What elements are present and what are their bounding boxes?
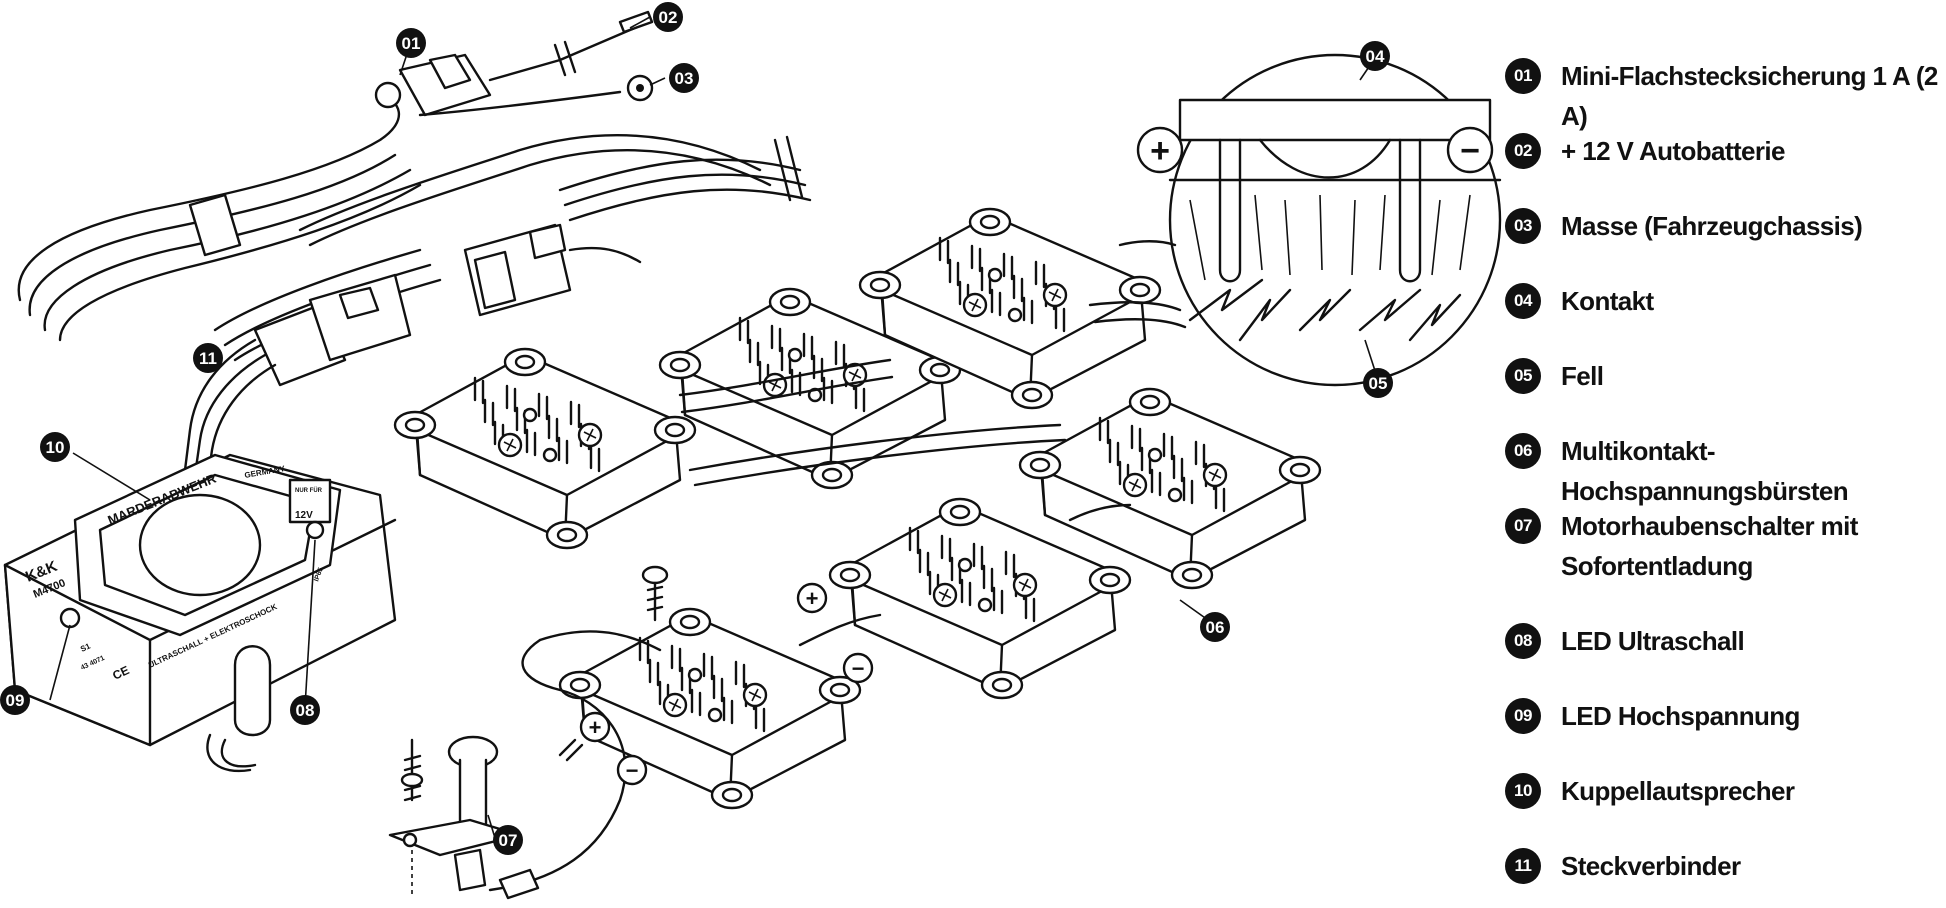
svg-text:01: 01 (402, 34, 421, 53)
legend-number: 02 (1505, 133, 1541, 169)
legend-item-02: 02 + 12 V Autobatterie (1505, 133, 1785, 171)
svg-text:08: 08 (296, 701, 315, 720)
legend-number: 05 (1505, 358, 1541, 394)
svg-text:06: 06 (1206, 618, 1225, 637)
contact-pad (858, 207, 1162, 410)
legend-number: 11 (1505, 848, 1541, 884)
svg-text:07: 07 (499, 831, 518, 850)
contact-pad (558, 607, 862, 810)
ground-lead (418, 74, 654, 117)
legend-label: LED Ultraschall (1561, 626, 1745, 656)
legend-item-11: 11 Steckverbinder (1505, 848, 1741, 886)
callout-09: 09 (0, 685, 30, 715)
device-only-for: NUR FÜR (295, 487, 323, 494)
contact-pad (658, 287, 962, 490)
legend-item-04: 04 Kontakt (1505, 283, 1654, 321)
legend-label: + 12 V Autobatterie (1561, 136, 1785, 166)
device-voltage: 12V (295, 510, 313, 521)
legend-number: 03 (1505, 208, 1541, 244)
legend-label: Mini-Flachstecksicherung 1 A (2 A) (1561, 61, 1938, 131)
callout-01: 01 (396, 28, 426, 58)
legend-item-10: 10 Kuppellautsprecher (1505, 773, 1795, 811)
legend-number: 08 (1505, 623, 1541, 659)
magnified-inset (1118, 53, 1502, 387)
connector-11 (183, 273, 412, 480)
legend-number: 06 (1505, 433, 1541, 469)
svg-text:05: 05 (1369, 374, 1388, 393)
legend-item-08: 08 LED Ultraschall (1505, 623, 1745, 661)
svg-text:09: 09 (6, 691, 25, 710)
legend-label: Multikontakt-Hochspannungsbürsten (1561, 436, 1849, 506)
device-ce: CE (110, 663, 131, 683)
plus-symbol-pad: + (806, 586, 819, 611)
screw (641, 565, 669, 622)
svg-text:10: 10 (46, 438, 65, 457)
legend-item-07: 07 Motorhaubenschalter mit Sofortentladu… (1505, 508, 1858, 586)
callout-11: 11 (193, 343, 223, 373)
legend-number: 01 (1505, 58, 1541, 94)
minus-symbol-pad: − (852, 656, 865, 681)
legend-label: Motorhaubenschalter mit (1561, 511, 1858, 541)
contact-pad (393, 347, 697, 550)
plus-symbol-cable: + (589, 715, 602, 740)
callout-06: 06 (1200, 612, 1230, 642)
deterrent-device: MARDERABWEHR GERMANY K&K M4700 12V NUR F… (3, 453, 397, 773)
leader-lines (49, 16, 1379, 839)
fuse-holder (374, 10, 654, 117)
plus-symbol: + (1150, 132, 1170, 170)
legend-item-09: 09 LED Hochspannung (1505, 698, 1800, 736)
device-cert: S1 (79, 641, 92, 654)
callout-05: 05 (1363, 368, 1393, 398)
svg-text:03: 03 (675, 69, 694, 88)
legend-item-06: 06 Multikontakt-Hochspannungsbürsten (1505, 433, 1945, 511)
callout-08: 08 (290, 695, 320, 725)
legend-label-line2: Sofortentladung (1561, 551, 1753, 581)
contact-pad (1018, 387, 1322, 590)
legend-label: Fell (1561, 361, 1604, 391)
legend-item-05: 05 Fell (1505, 358, 1604, 396)
contact-pad (828, 497, 1132, 700)
legend-label: Steckverbinder (1561, 851, 1741, 881)
legend-number: 10 (1505, 773, 1541, 809)
legend-number: 09 (1505, 698, 1541, 734)
plug-connector-top (463, 223, 642, 317)
legend-label: Kontakt (1561, 286, 1654, 316)
device-ip: IP65 (313, 567, 325, 583)
legend-label: Masse (Fahrzeugchassis) (1561, 211, 1863, 241)
minus-symbol-cable: − (626, 758, 639, 783)
legend-number: 04 (1505, 283, 1541, 319)
callout-10: 10 (40, 432, 70, 462)
callout-04: 04 (1360, 41, 1390, 71)
svg-text:02: 02 (659, 8, 678, 27)
callout-02: 02 (653, 2, 683, 32)
minus-symbol: − (1460, 132, 1480, 170)
svg-text:04: 04 (1366, 47, 1385, 66)
legend-number: 07 (1505, 508, 1541, 544)
polarity-marks: + − + − + − (579, 126, 1494, 786)
legend-label: LED Hochspannung (1561, 701, 1800, 731)
contact-pads (393, 207, 1322, 810)
pad-cables (678, 301, 1187, 647)
callout-07: 07 (493, 825, 523, 855)
legend-label: Kuppellautsprecher (1561, 776, 1795, 806)
legend-item-01: 01 Mini-Flachstecksicherung 1 A (2 A) (1505, 58, 1945, 136)
svg-text:11: 11 (199, 349, 217, 368)
callout-03: 03 (669, 63, 699, 93)
legend-item-03: 03 Masse (Fahrzeugchassis) (1505, 208, 1863, 246)
cable-break-mark (558, 135, 812, 222)
hood-switch (388, 630, 662, 900)
